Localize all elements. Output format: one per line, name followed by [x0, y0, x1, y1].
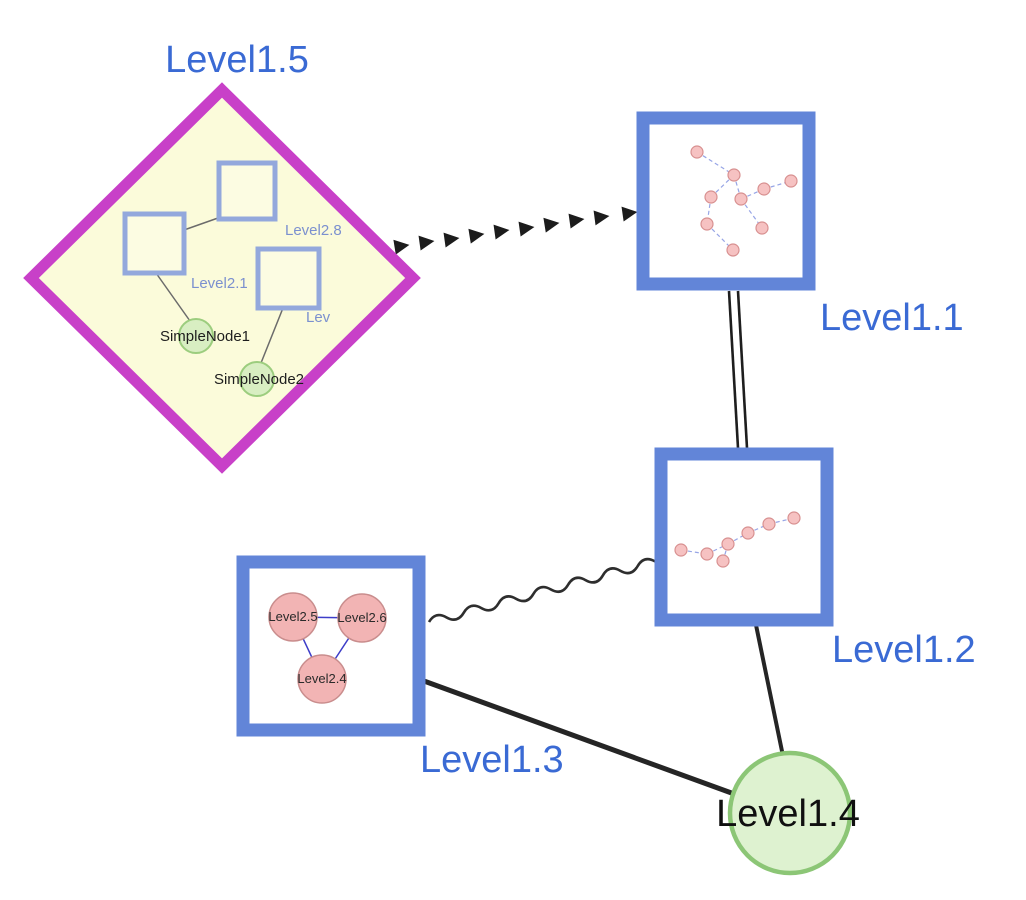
subgraph-node[interactable]: [734, 192, 748, 206]
node-level12-group: Level1.2: [654, 447, 976, 671]
subgraph-node[interactable]: [721, 537, 735, 551]
subgraph-node[interactable]: [762, 517, 776, 531]
node-level25[interactable]: [268, 592, 318, 642]
edge-level13-level12[interactable]: [427, 557, 656, 626]
subgraph-node[interactable]: [784, 174, 798, 188]
edge-level13-level12-wave[interactable]: [427, 557, 656, 626]
node-lev[interactable]: [255, 246, 322, 311]
node-simplenode2[interactable]: [239, 361, 275, 397]
subgraph-node[interactable]: [755, 221, 769, 235]
node-level28-label: Level2.8: [285, 222, 342, 239]
node-level11-label: Level1.1: [820, 297, 964, 339]
subgraph-node[interactable]: [700, 217, 714, 231]
node-simplenode1-label: SimpleNode1: [160, 328, 250, 345]
node-level21[interactable]: [122, 211, 187, 276]
edge-level13-level14[interactable]: [421, 678, 740, 798]
node-level14-label: Level1.4: [716, 793, 860, 835]
node-level13[interactable]: [236, 555, 426, 737]
edge-level11-level12-line-a[interactable]: [727, 290, 740, 449]
node-level21-label: Level2.1: [191, 275, 248, 292]
node-simplenode2-label: SimpleNode2: [214, 371, 304, 388]
node-level15-group: Level2.8 Level2.1 Lev SimpleNode1 Simple…: [23, 39, 421, 474]
node-level24[interactable]: [297, 654, 347, 704]
subgraph-node[interactable]: [674, 543, 688, 557]
node-level14-group: Level1.4: [716, 750, 860, 876]
edge-lev-simplenode2[interactable]: [260, 307, 284, 364]
subgraph-edge[interactable]: [710, 174, 735, 198]
subgraph-node[interactable]: [700, 547, 714, 561]
node-level28[interactable]: [216, 160, 278, 222]
node-level24-label: Level2.4: [297, 671, 346, 686]
node-level15-label: Level1.5: [165, 39, 309, 81]
node-level26-label: Level2.6: [337, 610, 386, 625]
node-level13-label: Level1.3: [420, 739, 564, 781]
node-lev-label: Lev: [306, 309, 331, 326]
subgraph-node[interactable]: [704, 190, 718, 204]
edge-level15-level11[interactable]: [393, 206, 638, 255]
subgraph-node[interactable]: [787, 511, 801, 525]
edge-level11-level12[interactable]: [727, 290, 749, 449]
subgraph-node[interactable]: [726, 243, 740, 257]
level12-subgraph: [674, 511, 801, 568]
node-level25-label: Level2.5: [268, 609, 317, 624]
subgraph-node[interactable]: [690, 145, 704, 159]
node-level12-label: Level1.2: [832, 629, 976, 671]
node-level15[interactable]: [23, 82, 421, 474]
subgraph-node[interactable]: [727, 168, 741, 182]
subgraph-node[interactable]: [716, 554, 730, 568]
edge-level28-level21[interactable]: [183, 217, 219, 231]
node-level14[interactable]: [727, 750, 853, 876]
subgraph-node[interactable]: [757, 182, 771, 196]
edge-level11-level12-line-b[interactable]: [736, 290, 749, 449]
edge-level21-simplenode1[interactable]: [155, 272, 191, 322]
level11-subgraph: [690, 145, 798, 257]
node-simplenode1[interactable]: [178, 318, 214, 354]
subgraph-node[interactable]: [741, 526, 755, 540]
node-level26[interactable]: [337, 593, 387, 643]
node-level11[interactable]: [636, 111, 816, 291]
edge-level12-level14[interactable]: [754, 623, 785, 758]
node-level13-group: Level2.5 Level2.6 Level2.4 Level1.3: [236, 555, 564, 781]
node-level11-group: Level1.1: [636, 111, 964, 339]
subgraph-edge[interactable]: [696, 151, 735, 176]
